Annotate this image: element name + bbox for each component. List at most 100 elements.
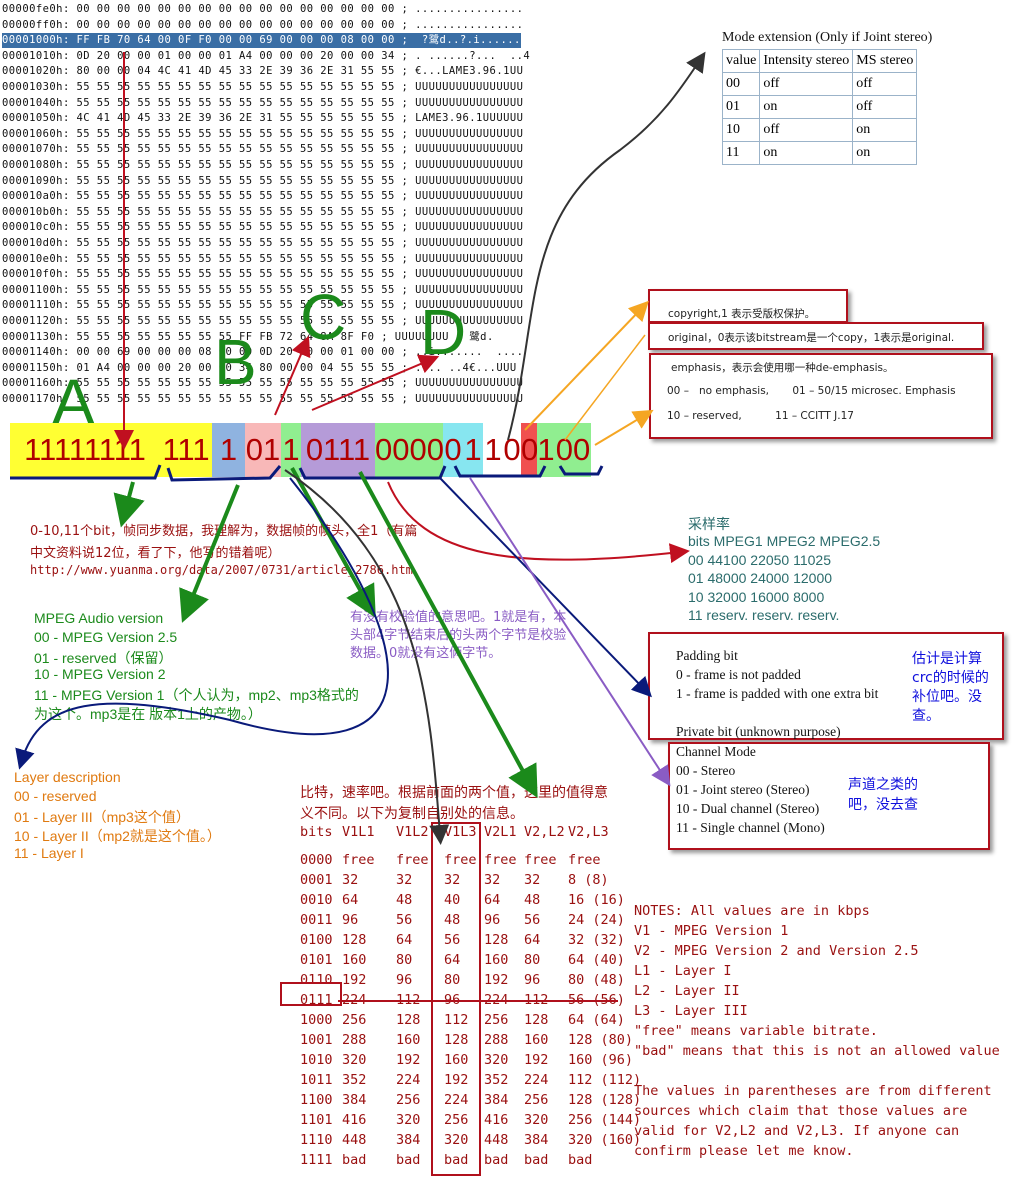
- header-bit-group: 1: [463, 423, 483, 477]
- channel-mode-line: 11 - Single channel (Mono): [676, 820, 825, 835]
- padding-line: 1 - frame is padded with one extra bit: [676, 686, 879, 701]
- copyright-text: copyright,1 表示受版权保护。: [668, 308, 816, 320]
- hex-line: 00001080h: 55 55 55 55 55 55 55 55 55 55…: [2, 159, 524, 171]
- bitrate-cell: bad: [444, 1152, 469, 1168]
- channel-note-line: 吧，没去查: [848, 797, 918, 813]
- hex-line: 00001040h: 55 55 55 55 55 55 55 55 55 55…: [2, 96, 524, 109]
- hex-line: 00001140h: 00 00 69 00 00 00 08 00 00 0D…: [2, 346, 524, 359]
- bitrate-cell: 0011: [300, 912, 333, 928]
- padding-note-line: 估计是计算: [912, 651, 982, 667]
- mpeg-version-line: MPEG Audio version: [34, 610, 164, 626]
- note-line: valid for V2,L2 and V2,L3. If anyone can: [634, 1123, 960, 1139]
- bitrate-cell: 224: [396, 1072, 421, 1088]
- bitrate-cell: 320: [444, 1132, 469, 1148]
- header-bit-group: 1: [483, 423, 503, 477]
- v1l3-column-highlight: [431, 822, 481, 1176]
- bitrate-cell: 1001: [300, 1032, 333, 1048]
- bitrate-cell: 56: [524, 912, 541, 928]
- bitrate-cell: 160 (96): [568, 1052, 634, 1068]
- bitrate-cell: 192: [444, 1072, 469, 1088]
- bitrate-cell: 32: [396, 872, 413, 888]
- channel-mode-line: 00 - Stereo: [676, 763, 736, 778]
- bitrate-cell: 1101: [300, 1112, 333, 1128]
- bitrate-cell: bad: [396, 1152, 421, 1168]
- hex-line: 00001070h: 55 55 55 55 55 55 55 55 55 55…: [2, 143, 524, 156]
- bitrate-cell: 192: [396, 1052, 421, 1068]
- mode-extension-cell: on: [759, 95, 854, 119]
- note-line: NOTES: All values are in kbps: [634, 903, 870, 919]
- bitrate-cell: 0001: [300, 872, 333, 888]
- header-bit-group: 0000: [375, 423, 444, 477]
- bitrate-cell: 160: [524, 1032, 549, 1048]
- mode-extension-title: Mode extension (Only if Joint stereo): [722, 30, 933, 45]
- bitrate-cell: 160: [484, 952, 509, 968]
- mpeg-version-line: 01 - reserved（保留）: [34, 649, 173, 666]
- hex-line: 000010a0h: 55 55 55 55 55 55 55 55 55 55…: [2, 190, 524, 203]
- bitrate-cell: 32: [524, 872, 541, 888]
- bitrate-cell: 448: [342, 1132, 367, 1148]
- label-letter-b: B: [214, 326, 257, 398]
- bitrate-cell: 352: [342, 1072, 367, 1088]
- channel-note-line: 声道之类的: [848, 777, 918, 793]
- hex-line: 00001050h: 4C 41 4D 45 33 2E 39 36 2E 31…: [2, 112, 524, 125]
- padding-note-line: crc的时候的: [912, 670, 989, 686]
- hex-line: 00001130h: 55 55 55 55 55 55 55 55 FF FB…: [2, 330, 494, 343]
- channel-mode-line: 01 - Joint stereo (Stereo): [676, 782, 810, 797]
- bitrate-cell: 24 (24): [568, 912, 625, 928]
- bitrate-header-cell: V1L1: [342, 824, 375, 840]
- hex-line: 000010c0h: 55 55 55 55 55 55 55 55 55 55…: [2, 221, 524, 234]
- bitrate-cell: 112 (112): [568, 1072, 642, 1088]
- sampling-line: 00 44100 22050 11025: [688, 551, 831, 568]
- note-line: sources which claim that those values ar…: [634, 1103, 968, 1119]
- bitrate-cell: free: [568, 852, 601, 868]
- sync-line-1: 0-10,11个bit，帧同步数据，我理解为，数据帧的帧头，全1（有篇: [30, 524, 418, 539]
- header-bit-group: 0: [503, 423, 521, 477]
- mpeg-version-line: 00 - MPEG Version 2.5: [34, 628, 178, 645]
- layer-line: 00 - reserved: [14, 788, 97, 804]
- hex-line: 00001060h: 55 55 55 55 55 55 55 55 55 55…: [2, 127, 524, 140]
- bitrate-cell: free: [484, 852, 517, 868]
- padding-note-line: 查。: [912, 708, 940, 724]
- note-line: L1 - Layer I: [634, 963, 732, 979]
- header-bit-group: 0: [443, 423, 463, 477]
- bitrate-cell: 224: [444, 1092, 469, 1108]
- hex-line: 00001100h: 55 55 55 55 55 55 55 55 55 55…: [2, 283, 524, 296]
- note-line: "bad" means that this is not an allowed …: [634, 1043, 1000, 1059]
- mode-extension-header-cell: Intensity stereo: [759, 49, 854, 73]
- bitrate-cell: 32: [444, 872, 461, 888]
- bitrate-header-cell: V2,L3: [568, 824, 609, 840]
- bitrate-cell: 48: [396, 892, 413, 908]
- layer-line: Layer description: [14, 769, 121, 785]
- header-bit-group: 111: [160, 423, 212, 477]
- emphasis-title: emphasis，表示会使用哪一种de-emphasis。: [671, 362, 894, 374]
- bitrate-cell: 128: [342, 932, 367, 948]
- mode-extension-cell: 01: [721, 95, 761, 119]
- bitrate-cell: 1111: [300, 1152, 333, 1168]
- row-0111-underline: [338, 1000, 618, 1002]
- bitrate-cell: 48: [524, 892, 541, 908]
- sampling-line: 10 32000 16000 8000: [688, 588, 825, 605]
- bitrate-cell: 256: [524, 1092, 549, 1108]
- hex-line: 00000ff0h: 00 00 00 00 00 00 00 00 00 00…: [2, 18, 524, 31]
- note-line: L2 - Layer II: [634, 983, 740, 999]
- bitrate-cell: 320: [484, 1052, 509, 1068]
- bitrate-cell: 96: [396, 972, 413, 988]
- bitrate-cell: 256: [484, 1012, 509, 1028]
- hex-line: 000010d0h: 55 55 55 55 55 55 55 55 55 55…: [2, 237, 524, 249]
- bitrate-cell: 64: [396, 932, 413, 948]
- hex-line: 00001150h: 01 A4 00 00 00 20 00 00 34 80…: [2, 361, 517, 374]
- bitrate-cell: 48: [444, 912, 461, 928]
- bitrate-cell: bad: [484, 1152, 509, 1168]
